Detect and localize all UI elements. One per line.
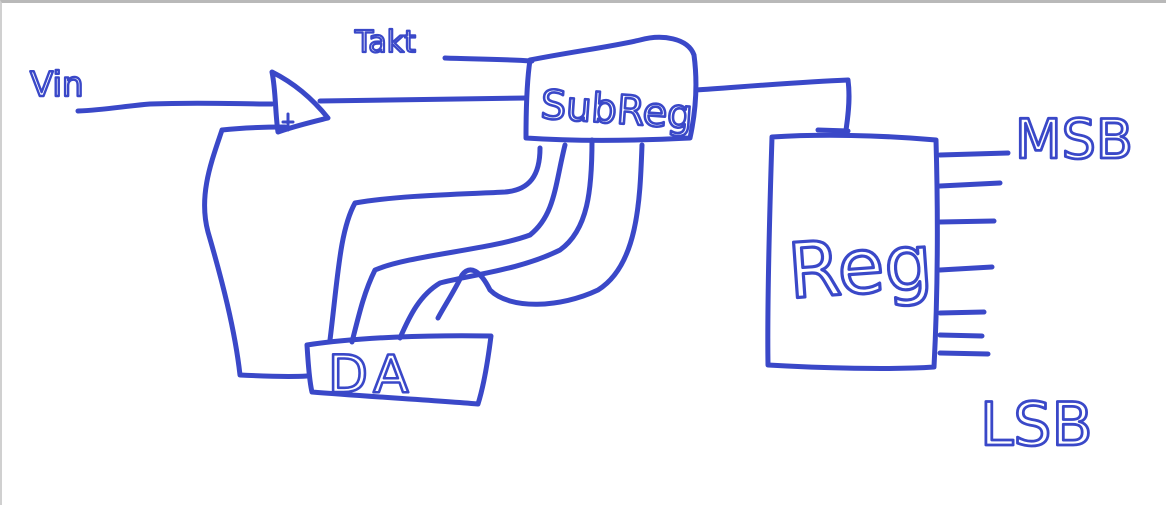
vin-wire	[75, 100, 275, 114]
reg-input-stub	[815, 127, 851, 134]
comparator-to-subreg-wire	[317, 95, 529, 104]
reg-box	[765, 132, 940, 371]
reg-output-pins	[937, 150, 1011, 357]
subreg-bit-line-4	[435, 142, 645, 321]
da-feedback-wire	[202, 124, 310, 379]
label-vin: Vin	[30, 65, 84, 105]
da-box	[304, 333, 494, 407]
label-takt: Takt	[354, 25, 416, 60]
label-lsb: LSB	[980, 390, 1093, 460]
comparator	[269, 69, 331, 135]
label-da: DA	[328, 345, 415, 405]
label-msb: MSB	[1015, 108, 1133, 171]
subreg-to-reg-wire	[693, 77, 852, 133]
label-reg: Reg	[785, 217, 935, 316]
comparator-plus-sign	[281, 112, 295, 132]
takt-wire	[442, 55, 535, 64]
subreg-box	[523, 34, 699, 143]
subreg-bit-line-1	[327, 145, 543, 343]
label-subreg: SubReg	[539, 82, 694, 139]
subreg-bit-line-3	[397, 137, 595, 341]
subreg-bit-line-2	[349, 142, 568, 345]
